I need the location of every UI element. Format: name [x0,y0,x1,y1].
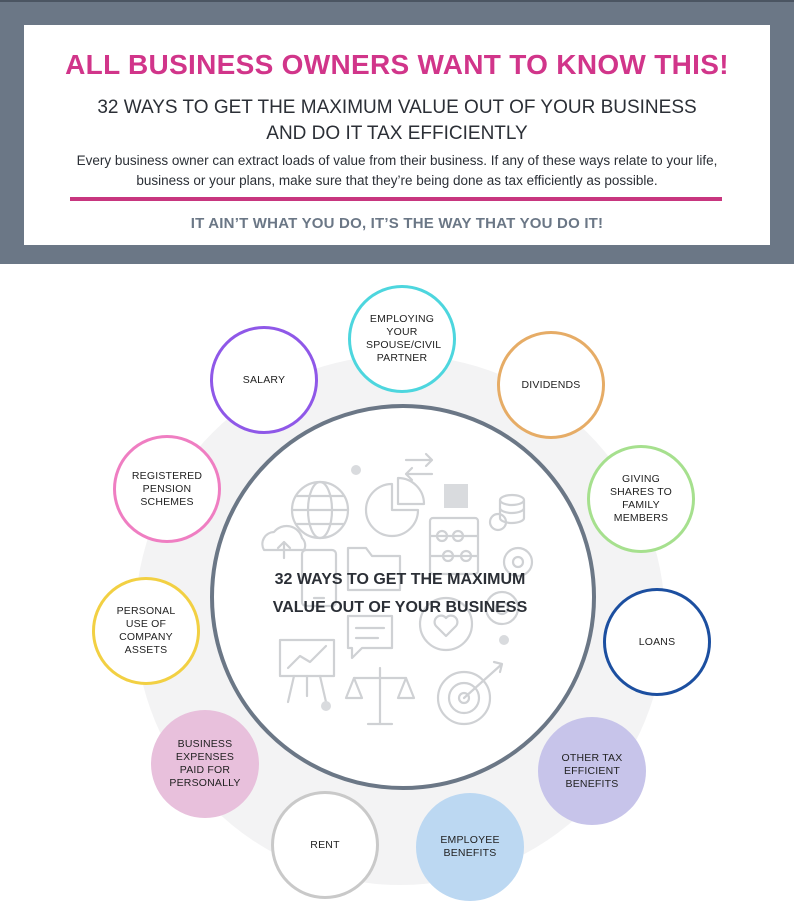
way-salary-bubble: SALARY [210,326,318,434]
way-loans-bubble: LOANS [603,588,711,696]
center-circle [210,404,596,790]
way-business-expenses-bubble: BUSINESS EXPENSES PAID FOR PERSONALLY [151,710,259,818]
way-label: DIVIDENDS [521,378,581,391]
way-label: REGISTERED PENSION SCHEMES [131,469,203,508]
abacus-icon [428,516,480,576]
tagline: IT AIN’T WHAT YOU DO, IT’S THE WAY THAT … [190,215,604,232]
way-label: EMPLOYEE BENEFITS [440,834,500,859]
intro-paragraph: Every business owner can extract loads o… [76,153,718,188]
folder-icon [346,546,402,592]
way-label: LOANS [638,635,676,648]
way-spouse-bubble: EMPLOYING YOUR SPOUSE/CIVIL PARTNER [348,285,456,393]
way-pension-bubble: REGISTERED PENSION SCHEMES [113,435,221,543]
way-label: SALARY [242,373,286,386]
way-other-benefits-bubble: OTHER TAX EFFICIENT BENEFITS [538,717,646,825]
way-label: RENT [310,838,340,851]
dot-icon [351,465,361,475]
gears-icon [484,546,534,626]
way-dividends-bubble: DIVIDENDS [497,331,605,439]
exchange-arrows-icon [404,452,434,482]
dot-icon [499,635,509,645]
center-title-line-2: VALUE OUT OF YOUR BUSINESS [272,599,528,616]
chat-icon [346,614,394,660]
background-icons [261,452,534,726]
heart-globe-icon [418,596,474,652]
center-title: 32 WAYS TO GET THE MAXIMUM VALUE OUT OF … [240,566,560,622]
divider [70,197,722,201]
header-card: ALL BUSINESS OWNERS WANT TO KNOW THIS! 3… [24,25,770,245]
way-rent-bubble: RENT [271,791,379,899]
page-title: ALL BUSINESS OWNERS WANT TO KNOW THIS! [65,49,729,80]
page-subtitle: 32 WAYS TO GET THE MAXIMUM VALUE OUT OF … [24,95,770,147]
subtitle-line-2: AND DO IT TAX EFFICIENTLY [266,123,528,144]
presentation-chart-icon [278,638,336,704]
scales-icon [344,666,416,726]
pie-chart-icon [364,476,426,538]
way-personal-use-bubble: PERSONAL USE OF COMPANY ASSETS [92,577,200,685]
globe-icon [290,480,350,540]
tablet-icon [300,548,338,608]
way-label: GIVING SHARES TO FAMILY MEMBERS [609,473,673,524]
subtitle-line-1: 32 WAYS TO GET THE MAXIMUM VALUE OUT OF … [97,97,697,118]
dot-icon [321,701,331,711]
way-label: BUSINESS EXPENSES PAID FOR PERSONALLY [169,738,241,789]
way-label: EMPLOYING YOUR SPOUSE/CIVIL PARTNER [366,313,442,364]
way-shares-bubble: GIVING SHARES TO FAMILY MEMBERS [587,445,695,553]
way-label: PERSONAL USE OF COMPANY ASSETS [116,605,176,656]
center-title-line-1: 32 WAYS TO GET THE MAXIMUM [274,571,526,588]
way-label: OTHER TAX EFFICIENT BENEFITS [561,751,623,790]
way-employee-benefits-bubble: EMPLOYEE BENEFITS [416,793,524,901]
square-icon [444,484,468,508]
coins-icon [488,493,526,532]
cloud-upload-icon [261,524,307,560]
target-icon [436,660,504,726]
